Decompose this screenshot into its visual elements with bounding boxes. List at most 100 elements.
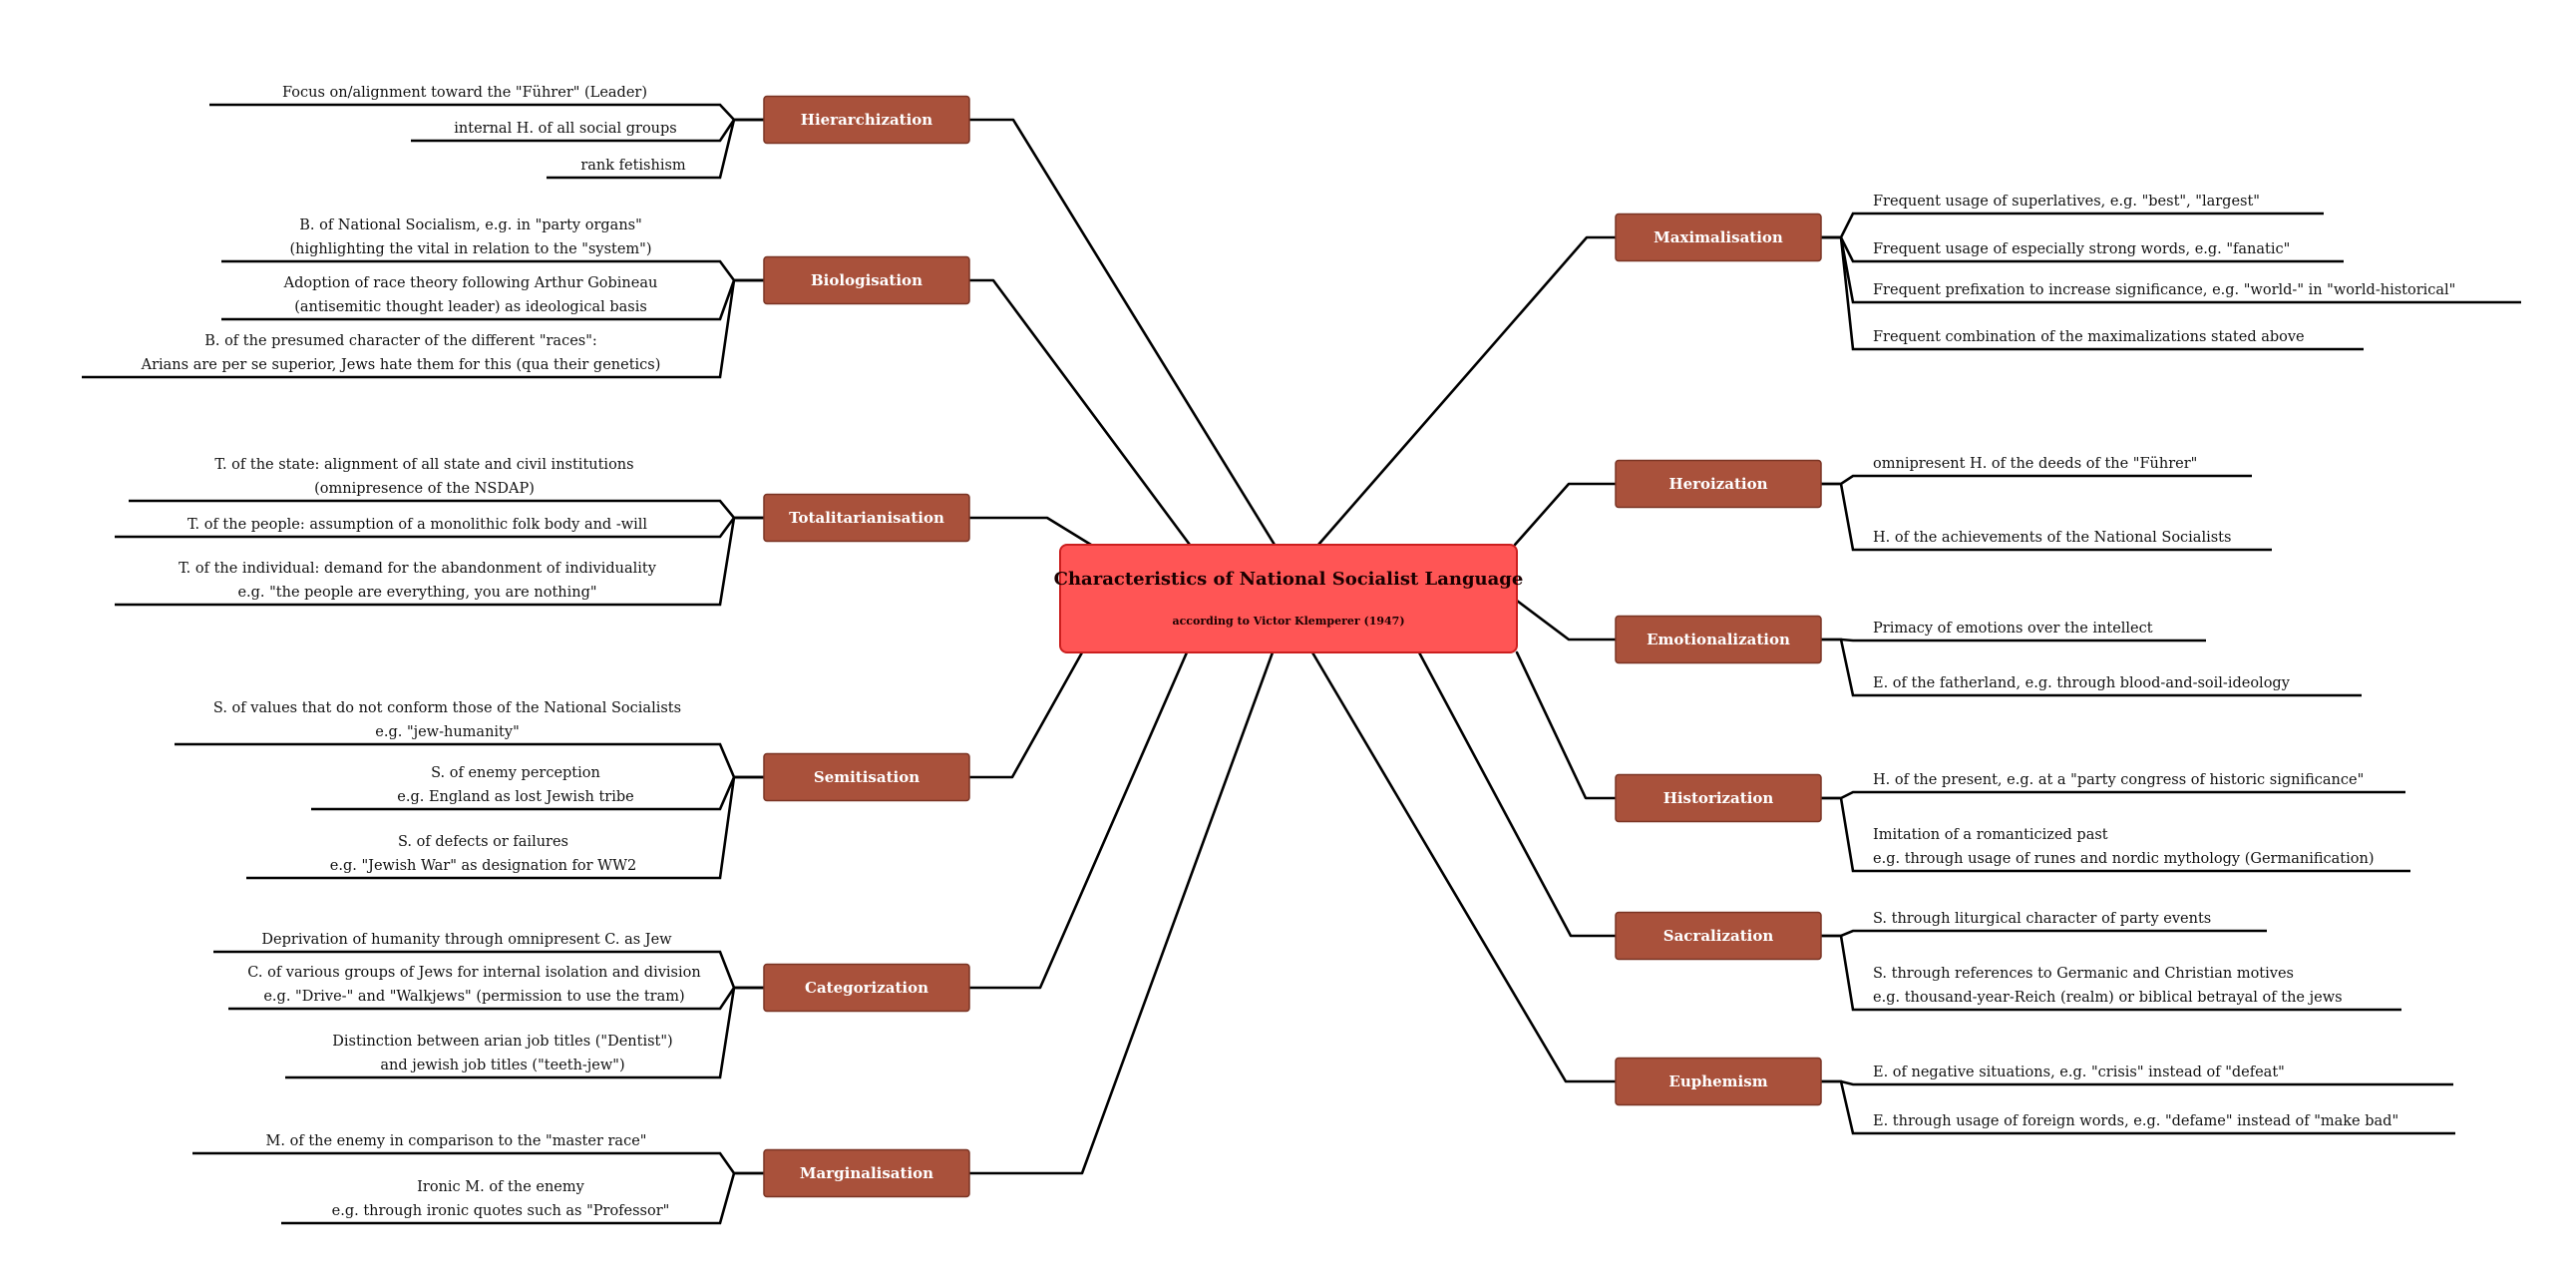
leaf-text: Deprivation of humanity through omnipres…: [261, 932, 672, 948]
leaf-connector: [1821, 929, 2267, 938]
branch-label: Marginalisation: [800, 1164, 933, 1182]
branch-connector: [1515, 650, 1618, 800]
leaf-text: internal H. of all social groups: [454, 121, 676, 137]
leaf-text: S. of defects or failures: [398, 834, 568, 850]
branch-box[interactable]: [763, 963, 970, 1013]
branch-label: Maximalisation: [1654, 228, 1783, 246]
leaf-connector: [281, 1171, 764, 1225]
branch-historization[interactable]: Historization: [1615, 773, 1822, 823]
leaf-text: rank fetishism: [580, 158, 686, 174]
branch-label: Biologisation: [811, 271, 922, 289]
branch-box[interactable]: [763, 1148, 970, 1198]
branch-heroization[interactable]: Heroization: [1615, 459, 1822, 509]
leaf-connector: [129, 499, 764, 520]
leaf-text: Frequent prefixation to increase signifi…: [1873, 282, 2455, 298]
leaf-connector: [246, 775, 764, 880]
branch-box[interactable]: [1615, 459, 1822, 509]
leaf-text: Frequent combination of the maximalizati…: [1873, 329, 2305, 345]
leaf-text: E. through usage of foreign words, e.g. …: [1873, 1113, 2398, 1129]
leaf-connector: [1821, 474, 2252, 486]
leaf-connector: [1821, 212, 2324, 239]
leaf-connector: [1821, 796, 2410, 873]
leaf-text: (highlighting the vital in relation to t…: [289, 241, 651, 257]
leaf-connector: [82, 278, 764, 379]
branch-connector: [967, 650, 1189, 990]
leaf-text: S. of values that do not conform those o…: [213, 700, 681, 716]
leaf-text: Primacy of emotions over the intellect: [1873, 621, 2153, 637]
branch-box[interactable]: [1615, 213, 1822, 262]
leaf-text: e.g. through ironic quotes such as "Prof…: [332, 1203, 670, 1219]
branch-emotionalization[interactable]: Emotionalization: [1615, 615, 1822, 664]
leaf-text: Distinction between arian job titles ("D…: [332, 1034, 672, 1050]
branch-box[interactable]: [763, 493, 970, 543]
leaf-text: Focus on/alignment toward the "Führer" (…: [282, 85, 647, 101]
leaf-text: E. of negative situations, e.g. "crisis"…: [1873, 1065, 2285, 1080]
branch-box[interactable]: [763, 255, 970, 305]
leaf-connector: [1821, 638, 2206, 642]
leaf-connector: [547, 118, 764, 180]
leaf-text: (antisemitic thought leader) as ideologi…: [294, 299, 647, 315]
leaf-text: T. of the state: alignment of all state …: [214, 457, 633, 473]
branch-maximalisation[interactable]: Maximalisation: [1615, 213, 1822, 262]
leaf-connector: [285, 986, 764, 1079]
leaf-text: M. of the enemy in comparison to the "ma…: [266, 1133, 647, 1149]
branch-box[interactable]: [763, 95, 970, 145]
branch-semitisation[interactable]: Semitisation: [763, 752, 970, 802]
leaf-text: S. of enemy perception: [431, 765, 600, 781]
branch-label: Euphemism: [1668, 1072, 1767, 1090]
branch-marginalisation[interactable]: Marginalisation: [763, 1148, 970, 1198]
branch-connector: [967, 516, 1093, 547]
leaf-text: Arians are per se superior, Jews hate th…: [141, 357, 661, 373]
branch-categorization[interactable]: Categorization: [763, 963, 970, 1013]
root-title: Characteristics of National Socialist La…: [1054, 569, 1524, 590]
branch-label: Categorization: [805, 979, 928, 997]
leaf-text: e.g. "Jewish War" as designation for WW2: [330, 858, 636, 874]
leaf-text: C. of various groups of Jews for interna…: [247, 965, 700, 981]
branch-hierarchization[interactable]: Hierarchization: [763, 95, 970, 145]
leaf-text: H. of the achievements of the National S…: [1873, 530, 2231, 546]
branch-label: Hierarchization: [801, 111, 933, 129]
leaf-text: e.g. "jew-humanity": [375, 724, 519, 740]
leaf-text: e.g. "Drive-" and "Walkjews" (permission…: [263, 989, 684, 1005]
leaf-text: Frequent usage of especially strong word…: [1873, 241, 2290, 257]
leaf-text: Adoption of race theory following Arthur…: [283, 275, 658, 291]
branch-connector: [1417, 650, 1618, 938]
branch-box[interactable]: [1615, 615, 1822, 664]
leaf-text: and jewish job titles ("teeth-jew"): [380, 1058, 624, 1073]
branch-label: Totalitarianisation: [789, 509, 944, 527]
leaf-connector: [1821, 235, 2364, 351]
leaf-connector: [115, 516, 764, 607]
branch-totalitarianisation[interactable]: Totalitarianisation: [763, 493, 970, 543]
branch-box[interactable]: [763, 752, 970, 802]
leaf-text: Imitation of a romanticized past: [1873, 827, 2108, 843]
branch-connector: [1310, 650, 1618, 1083]
branch-euphemism[interactable]: Euphemism: [1615, 1057, 1822, 1106]
leaf-nodes: Focus on/alignment toward the "Führer" (…: [141, 85, 2456, 1219]
branch-label: Historization: [1663, 789, 1774, 807]
leaf-connector: [1821, 934, 2401, 1012]
branch-box[interactable]: [1615, 773, 1822, 823]
leaf-connector: [1821, 482, 2272, 552]
branch-connector: [967, 118, 1277, 547]
leaf-text: E. of the fatherland, e.g. through blood…: [1873, 675, 2291, 691]
root-node[interactable]: Characteristics of National Socialist La…: [1054, 544, 1524, 653]
branch-biologisation[interactable]: Biologisation: [763, 255, 970, 305]
leaf-connector: [192, 1151, 764, 1175]
branch-box[interactable]: [1615, 1057, 1822, 1106]
branch-connector: [1513, 482, 1618, 547]
leaf-connector: [1821, 638, 2362, 697]
connector-lines: [82, 103, 2521, 1225]
branch-label: Semitisation: [814, 768, 920, 786]
root-subtitle: according to Victor Klemperer (1947): [1172, 615, 1404, 628]
branch-connector: [1515, 599, 1618, 642]
leaf-text: e.g. through usage of runes and nordic m…: [1873, 851, 2375, 867]
root-box[interactable]: [1059, 544, 1518, 653]
branch-sacralization[interactable]: Sacralization: [1615, 911, 1822, 961]
branch-connector: [967, 278, 1192, 547]
leaf-connector: [209, 103, 764, 122]
branch-connector: [1316, 235, 1618, 547]
branch-box[interactable]: [1615, 911, 1822, 961]
leaf-text: Ironic M. of the enemy: [417, 1179, 584, 1195]
leaf-text: e.g. "the people are everything, you are…: [237, 585, 596, 601]
leaf-text: T. of the individual: demand for the aba…: [179, 561, 657, 577]
